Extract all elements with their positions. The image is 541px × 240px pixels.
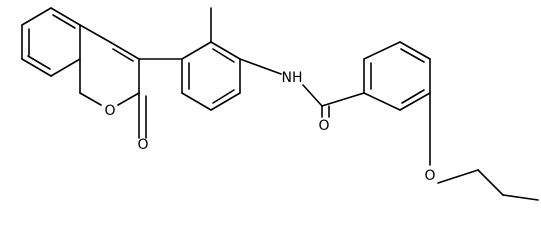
amide-carbonyl-oxygen-label: O <box>318 118 329 134</box>
ring-oxygen-label: O <box>104 103 115 119</box>
central-phenylene-ring <box>181 41 241 111</box>
lactone-carbonyl-oxygen-label: O <box>137 137 148 153</box>
coumarin-pyranone-ring <box>79 24 147 139</box>
propoxy-chain <box>429 92 539 201</box>
amide-nitrogen-label: NH <box>282 70 303 86</box>
benzoyl-ring <box>363 41 431 111</box>
coumarin-benzo-ring <box>21 7 81 77</box>
ether-oxygen-label: O <box>424 168 435 184</box>
chemical-structure-drawing: O O NH O O <box>21 7 539 201</box>
structure-canvas: O O NH O O <box>21 7 539 201</box>
amide-linkage <box>239 58 365 118</box>
